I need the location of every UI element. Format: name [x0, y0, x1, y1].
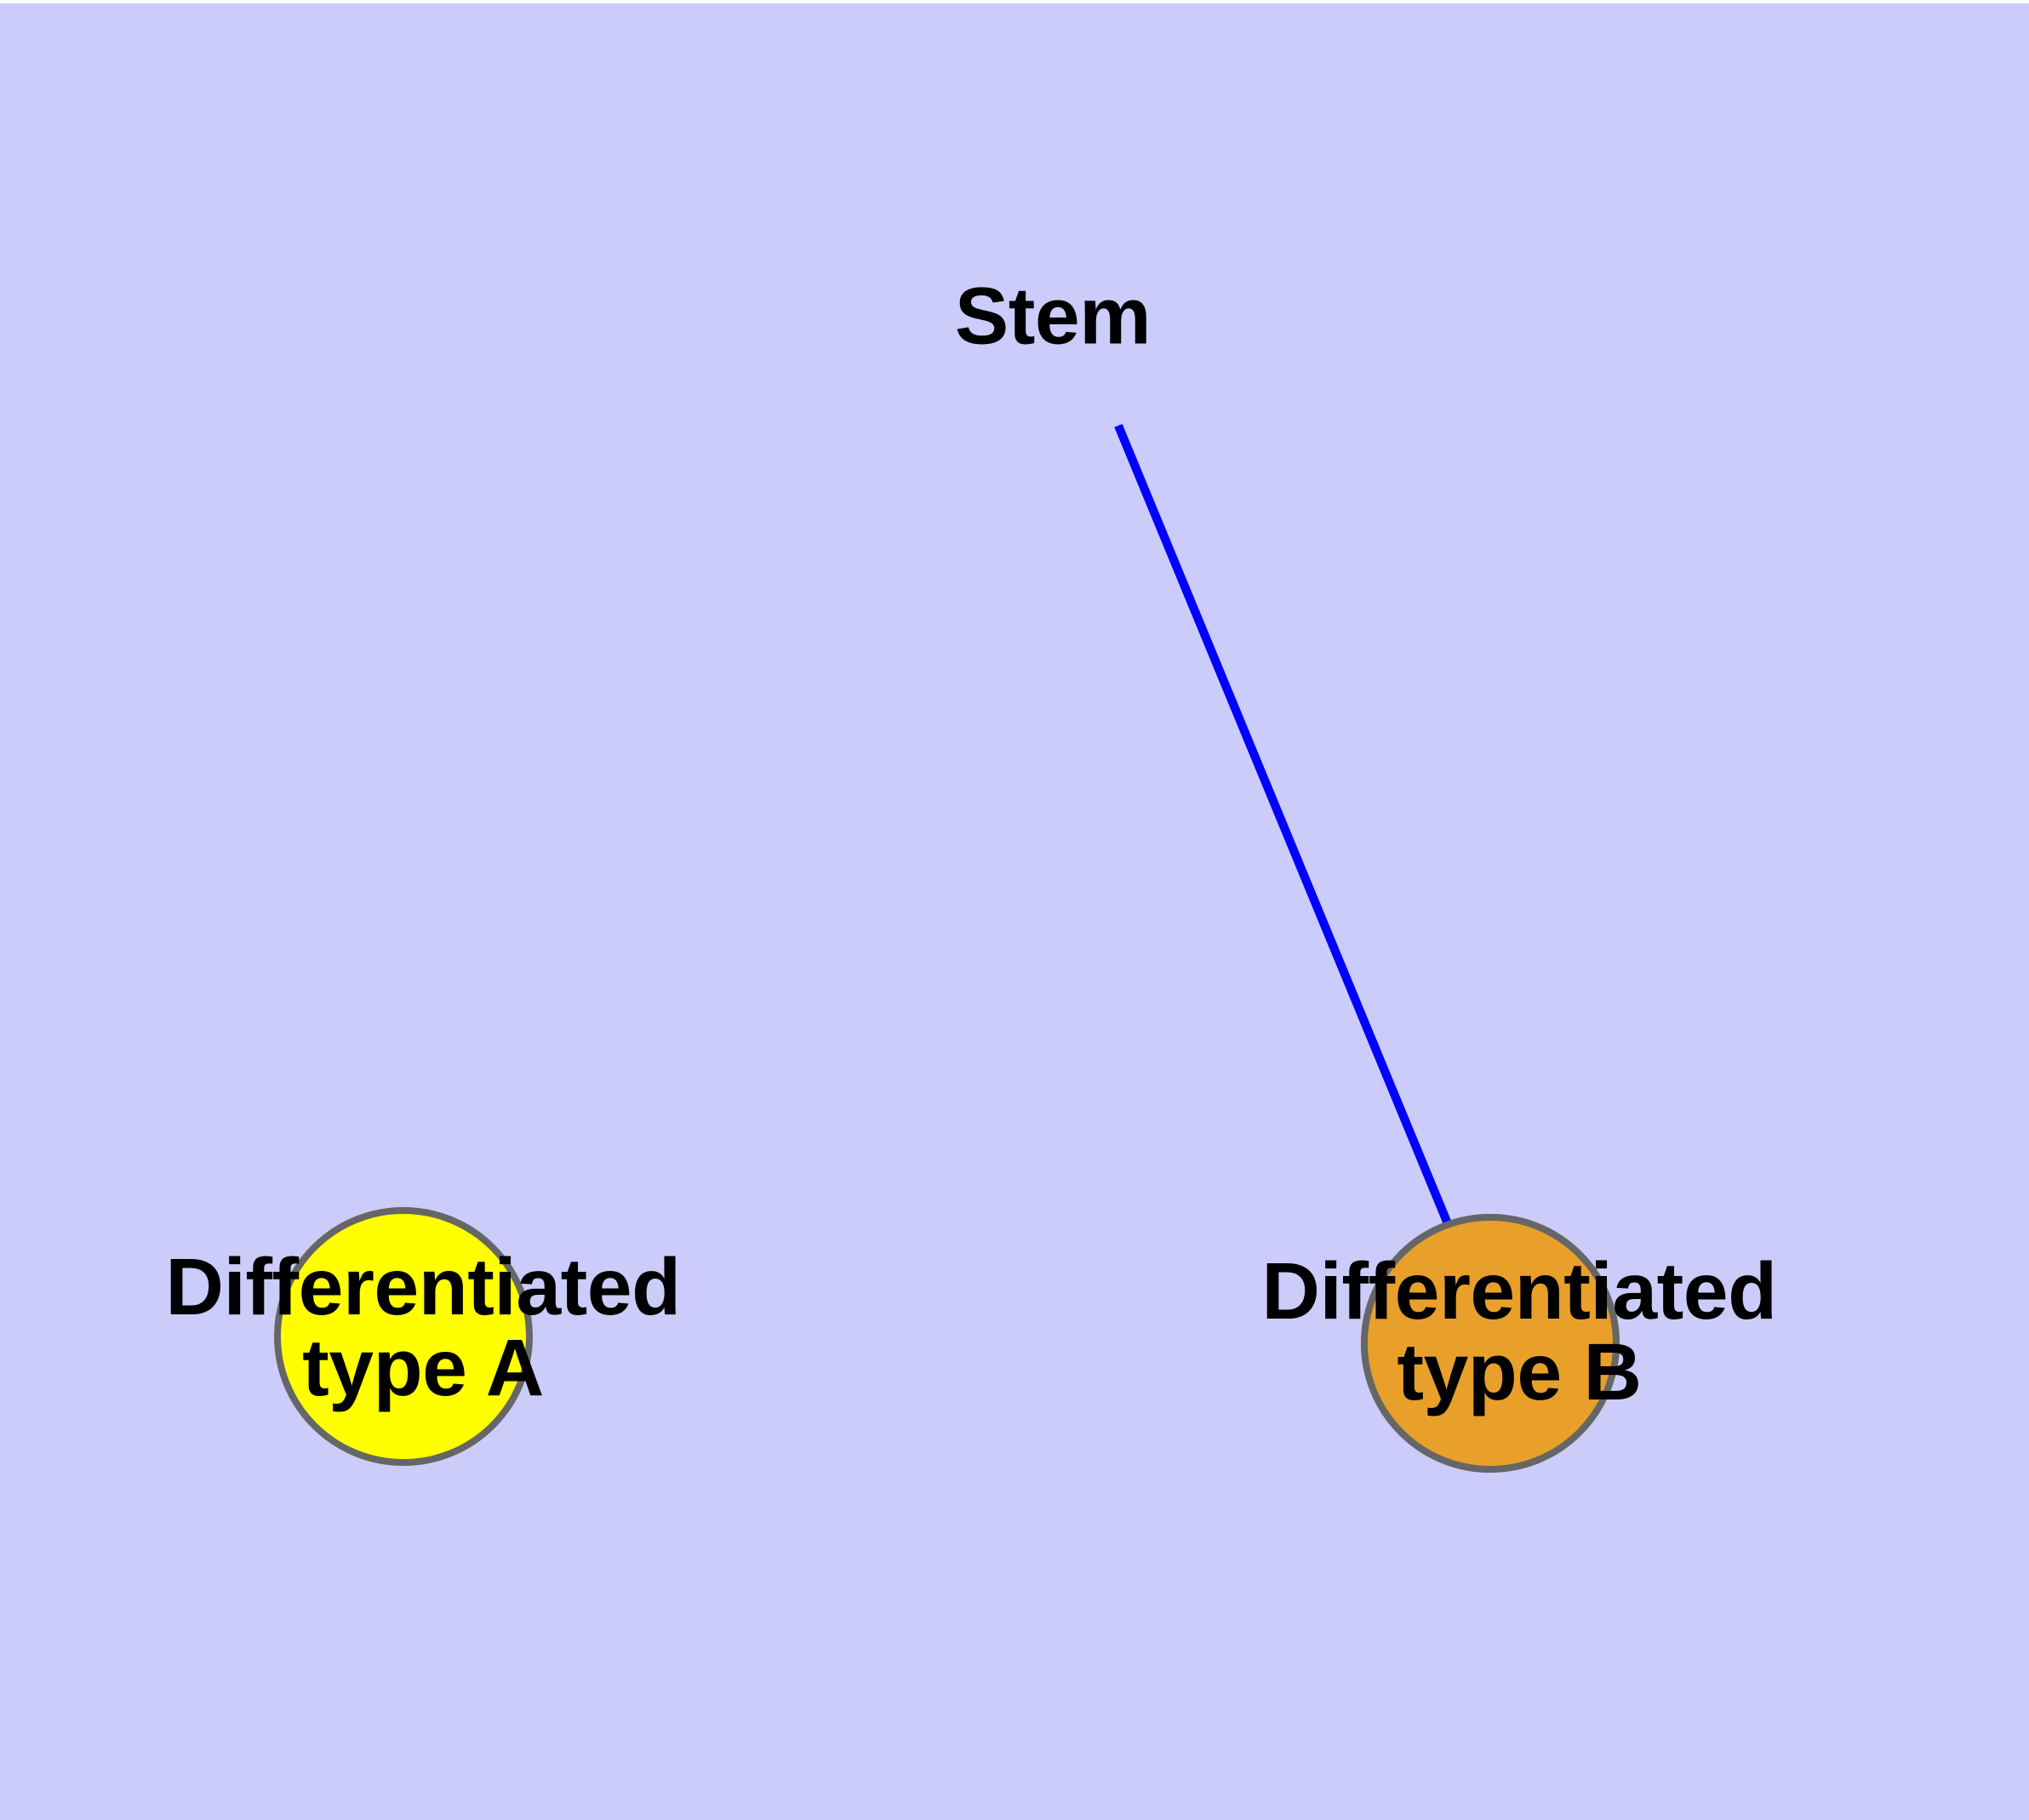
edge-layer — [1114, 424, 1451, 1223]
node-differentiated-type-b[interactable] — [1361, 1214, 1620, 1473]
edge-stem-to-differentiated-type-b[interactable] — [1114, 424, 1451, 1223]
node-layer — [274, 1207, 1620, 1473]
diagram-background — [0, 3, 2029, 1820]
node-stem[interactable] — [274, 1207, 533, 1466]
